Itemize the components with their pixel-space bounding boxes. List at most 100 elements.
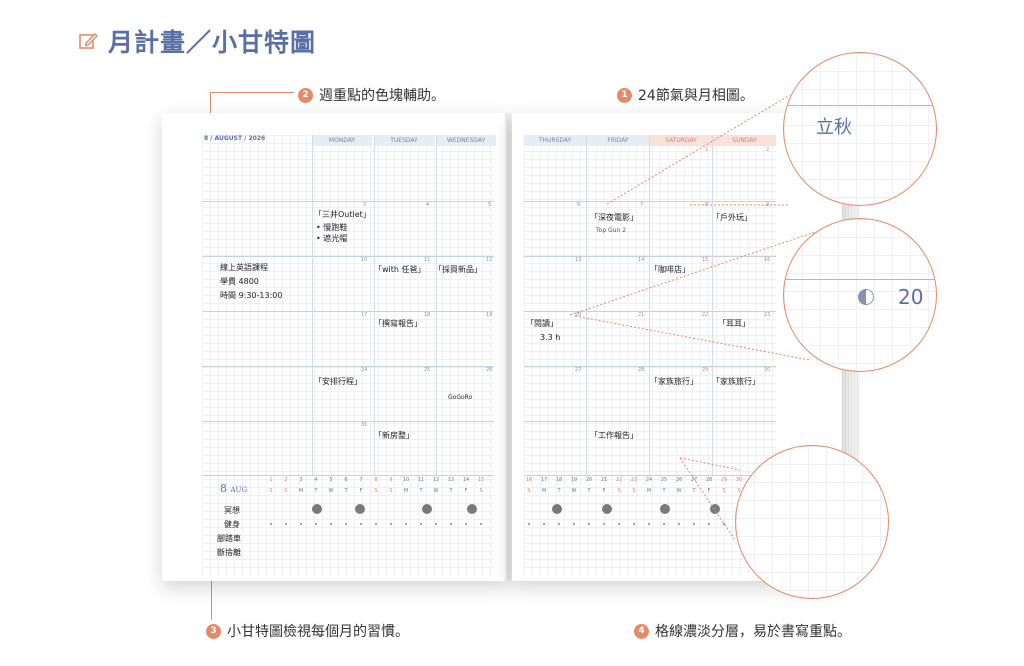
callout-3: 3 小甘特圖檢視每個月的習慣。 xyxy=(206,621,409,641)
leader-line-2 xyxy=(210,92,294,93)
habit-dot xyxy=(315,523,317,525)
gantt-dow: W xyxy=(433,488,439,494)
date-13: 13 xyxy=(575,257,582,263)
habit-dot xyxy=(573,523,575,525)
habit-fitness: 健身 xyxy=(224,520,240,529)
callout-2-text: 週重點的色塊輔助。 xyxy=(319,88,445,104)
date-11: 11 xyxy=(424,257,431,263)
gantt-dow: S xyxy=(374,488,378,494)
gantt-day: 27 xyxy=(690,477,698,483)
note-with: 「with 任爸」 xyxy=(374,265,426,274)
habit-dot xyxy=(375,523,377,525)
date-29: 29 xyxy=(702,367,709,373)
zoom-grid-layers xyxy=(735,445,889,599)
gantt-day: 17 xyxy=(540,477,548,483)
gantt-day: 10 xyxy=(402,477,410,483)
gantt-day: 1 xyxy=(269,477,273,483)
zoom-line xyxy=(784,105,936,106)
date-23: 23 xyxy=(764,312,771,318)
zoom-moon-day: 20 xyxy=(898,285,924,309)
note-cafe: 「咖啡店」 xyxy=(650,265,690,274)
title-area: 月計畫／小甘特圖 xyxy=(78,24,316,58)
day-divider xyxy=(374,135,375,475)
gantt-day: 9 xyxy=(389,477,393,483)
week-line xyxy=(524,366,776,367)
habit-dot xyxy=(603,523,605,525)
habit-dot xyxy=(300,523,302,525)
habit-dot xyxy=(588,523,590,525)
callout-4: 4 格線濃淡分層，易於書寫重點。 xyxy=(634,621,851,641)
week-line xyxy=(202,311,494,312)
note-work: 「工作報告」 xyxy=(590,431,638,440)
gantt-day: 23 xyxy=(630,477,638,483)
note-family-2: 「家族旅行」 xyxy=(712,377,760,386)
gantt-day: 6 xyxy=(344,477,348,483)
habit-dot xyxy=(270,523,272,525)
gantt-dow: W xyxy=(676,488,682,494)
note-go: 「安排行程」 xyxy=(314,377,362,386)
habit-dot xyxy=(450,523,452,525)
gantt-day: 28 xyxy=(705,477,713,483)
date-16: 16 xyxy=(764,257,771,263)
page-title: 月計畫／小甘特圖 xyxy=(108,28,317,57)
note-outlet-2: • 遮光帽 xyxy=(316,234,348,243)
day-divider xyxy=(586,135,587,475)
note-ext: 「戶外玩」 xyxy=(712,213,752,222)
gantt-day: 22 xyxy=(615,477,623,483)
gantt-dow: T xyxy=(344,488,348,494)
gantt-month-number: 8 xyxy=(220,482,227,495)
day-divider xyxy=(436,135,437,475)
week-line xyxy=(202,201,494,202)
note-movie-sub: Top Gun 2 xyxy=(596,227,627,234)
habit-dot xyxy=(693,523,695,525)
date-21: 21 xyxy=(638,312,645,318)
habit-dot xyxy=(558,523,560,525)
gantt-day: 25 xyxy=(660,477,668,483)
gantt-day: 21 xyxy=(600,477,608,483)
gantt-day: 30 xyxy=(735,477,743,483)
date-10: 10 xyxy=(361,257,368,263)
date-26: 26 xyxy=(486,367,493,373)
callout-1: 1 24節氣與月相圖。 xyxy=(617,85,754,105)
habit-dot xyxy=(465,523,467,525)
gantt-dow: W xyxy=(571,488,577,494)
date-31: 31 xyxy=(361,422,368,428)
gantt-dow: T xyxy=(587,488,591,494)
gantt-dow: M xyxy=(646,488,652,494)
right-grid xyxy=(524,135,776,575)
date-6: 6 xyxy=(577,202,581,208)
gantt-day: 15 xyxy=(477,477,485,483)
gantt-day: 7 xyxy=(359,477,363,483)
gantt-dow: S xyxy=(617,488,621,494)
gantt-day: 11 xyxy=(417,477,425,483)
date-5: 5 xyxy=(488,202,492,208)
planner-right-page: THURSDAY FRIDAY SATURDAY SUNDAY 1 2 6 7 … xyxy=(512,113,842,581)
gantt-day: 16 xyxy=(525,477,533,483)
edit-icon xyxy=(79,33,98,49)
note-reading-sub: 3.3 h xyxy=(540,333,561,342)
date-7: 7 xyxy=(640,202,644,208)
date-28: 28 xyxy=(638,367,645,373)
gantt-dow: T xyxy=(419,488,423,494)
habit-check-icon xyxy=(552,504,562,514)
note-course: 線上英語課程 xyxy=(220,263,268,272)
note-family: 「家族旅行」 xyxy=(650,377,698,386)
spine-shadow xyxy=(505,113,515,581)
gantt-day: 4 xyxy=(314,477,318,483)
gantt-dow: M xyxy=(403,488,409,494)
day-divider xyxy=(312,135,313,475)
habit-check-icon xyxy=(355,504,365,514)
note-ear: 「耳耳」 xyxy=(718,319,750,328)
date-12: 12 xyxy=(486,257,493,263)
gantt-day: 29 xyxy=(720,477,728,483)
habit-dot xyxy=(435,523,437,525)
habit-dot xyxy=(330,523,332,525)
note-reading: 「閱讀」 xyxy=(526,319,558,328)
note-new-room: 「新房整」 xyxy=(374,431,414,440)
zoom-moon-phase: 20 xyxy=(783,218,937,372)
callout-2: 2 週重點的色塊輔助。 xyxy=(298,85,445,105)
week-line xyxy=(524,421,776,422)
callout-1-text: 24節氣與月相圖。 xyxy=(638,88,754,104)
gantt-dow: T xyxy=(314,488,318,494)
week-line xyxy=(202,421,494,422)
